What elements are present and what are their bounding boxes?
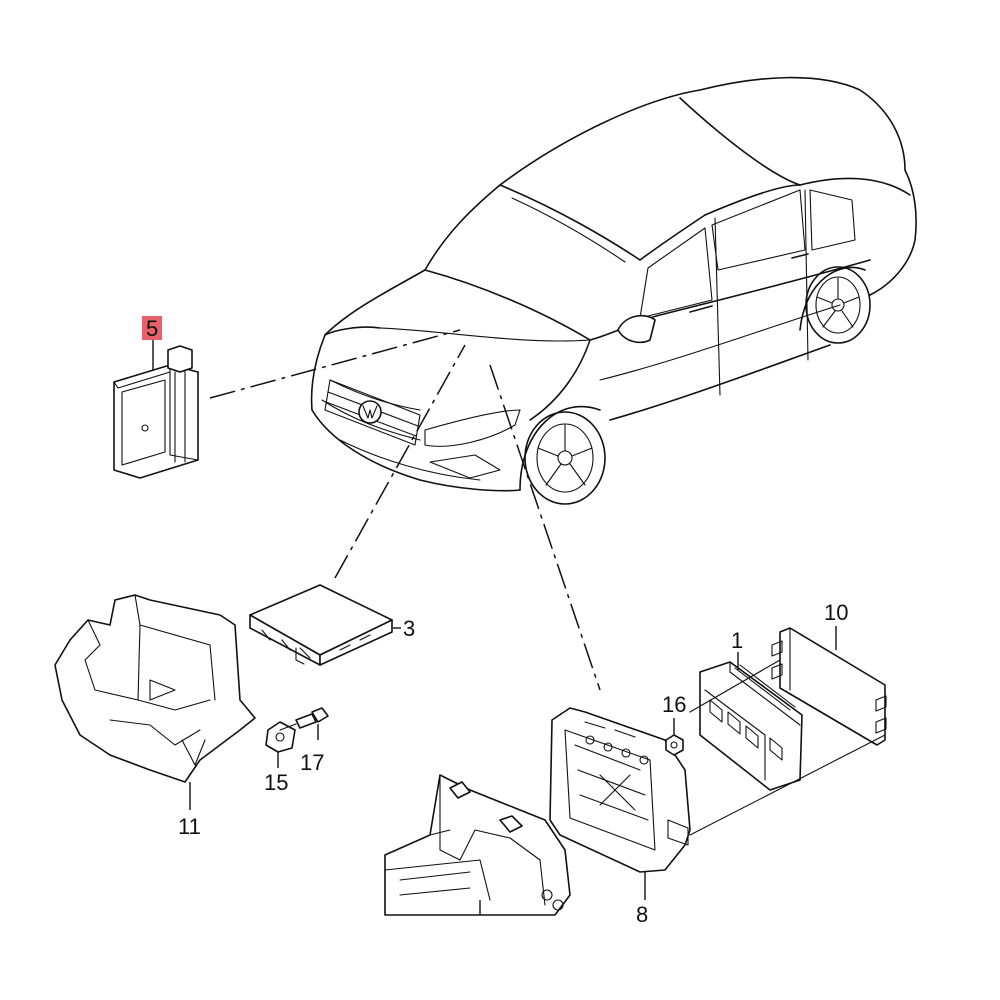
callout-15: 15 [264, 770, 288, 795]
part-17-bolt: 17 [279, 707, 329, 775]
leader-part-8 [489, 364, 601, 691]
location-leader-lines [209, 329, 601, 691]
assembly-connector-lines [689, 659, 886, 836]
part-8-fuse-relay-carrier: 8 [549, 707, 691, 927]
part-15-clip-nut: 15 [264, 721, 296, 795]
leader-part-3 [334, 344, 466, 579]
mounting-bracket [384, 774, 571, 916]
callout-5: 5 [146, 316, 158, 341]
callout-3: 3 [403, 616, 415, 641]
part-3-control-unit: 3 [249, 584, 415, 666]
part-5-highlight [142, 316, 162, 340]
callout-8: 8 [636, 902, 648, 927]
callout-1: 1 [731, 628, 743, 653]
callout-11: 11 [178, 814, 201, 839]
part-16-nut: 16 [662, 692, 686, 756]
leader-part-5 [209, 329, 461, 399]
callout-10: 10 [824, 600, 848, 625]
part-11-bracket: 11 [54, 594, 256, 839]
assembly-line-upper [689, 659, 781, 713]
part-5-control-module: 5 [113, 316, 199, 479]
part-10-cover-plate: 10 [771, 600, 887, 746]
car-illustration [310, 76, 917, 505]
callout-16: 16 [662, 692, 686, 717]
assembly-line-lower [689, 734, 886, 836]
part-1-electronics-module: 1 [699, 628, 803, 791]
callout-17: 17 [300, 750, 324, 775]
